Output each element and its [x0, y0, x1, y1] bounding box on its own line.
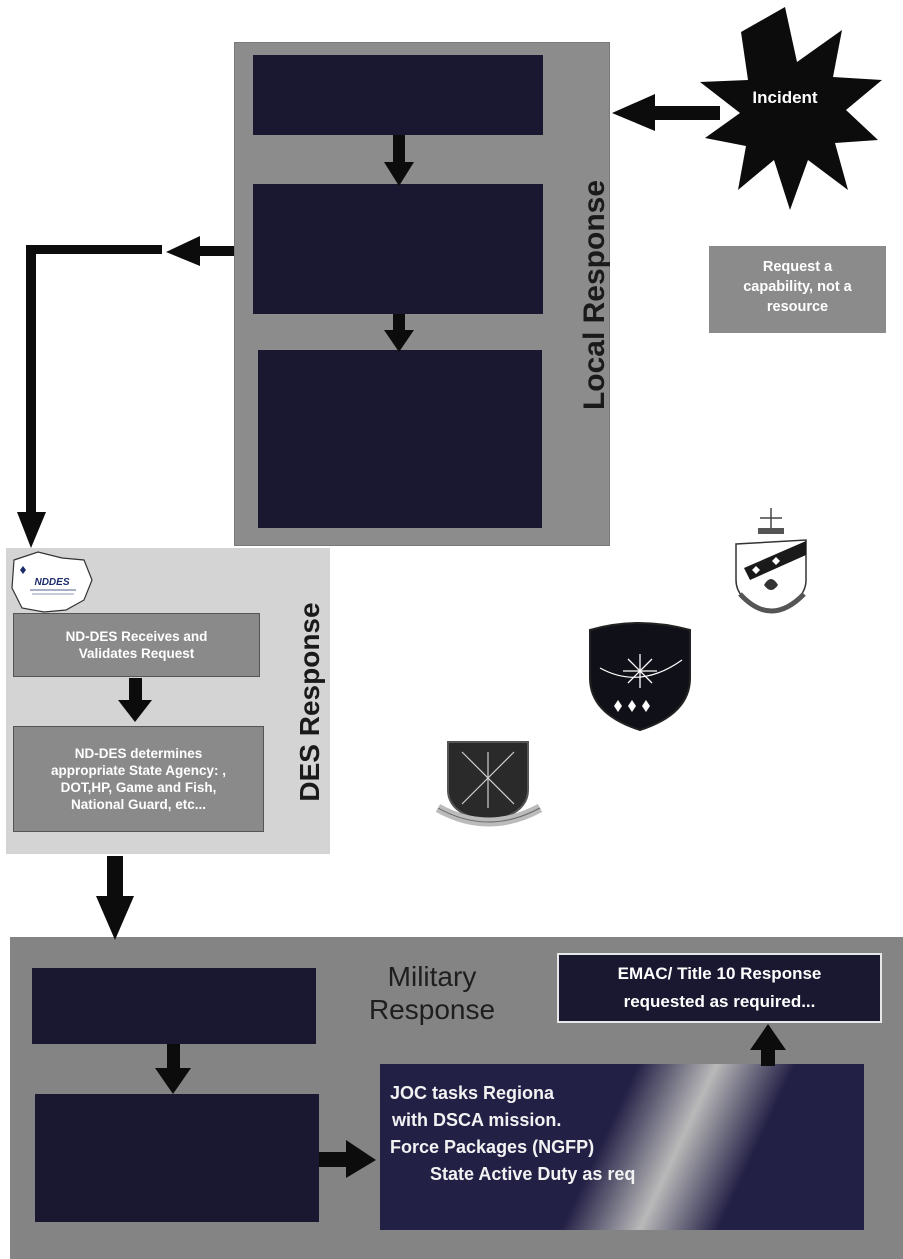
- arrow-joc-to-emac: [750, 1024, 786, 1066]
- local-step-3-box: [258, 350, 542, 528]
- des-receives-line-1: ND-DES Receives and: [65, 629, 208, 644]
- emac-title10-box: EMAC/ Title 10 Response requested as req…: [557, 953, 882, 1023]
- emac-line-1: EMAC/ Title 10 Response: [617, 964, 822, 983]
- nddes-logo-text: NDDES: [34, 577, 69, 588]
- military-title-line-2: Response: [368, 994, 496, 1025]
- des-determines-box: ND-DES determines appropriate State Agen…: [13, 726, 264, 832]
- capability-note-box: Request a capability, not a resource: [709, 246, 886, 333]
- joc-tasks-box: JOC tasks Regiona with DSCA mission. For…: [380, 1064, 864, 1230]
- arrow-local-2-3: [384, 314, 414, 352]
- joc-line-4: State Active Duty as req: [430, 1164, 636, 1184]
- des-determines-line-4: National Guard, etc...: [70, 797, 206, 812]
- arrow-incident-to-local: [612, 94, 720, 131]
- air-wing-emblem: [435, 741, 543, 827]
- arrow-local-1-2: [384, 135, 414, 186]
- shield-emblem: [589, 622, 691, 732]
- arrow-down-to-des: [17, 512, 46, 548]
- des-determines-line-2: appropriate State Agency: ,: [50, 763, 227, 778]
- arrow-local-to-left: [166, 236, 234, 266]
- connector-vertical: [26, 245, 36, 515]
- military-step-2-box: [35, 1094, 319, 1222]
- regimental-crest-emblem: [735, 508, 807, 614]
- arrow-des-1-2: [118, 678, 152, 722]
- emac-line-2: requested as required...: [623, 992, 816, 1011]
- military-title-line-1: Military: [387, 961, 477, 992]
- capability-line-3: resource: [766, 299, 829, 315]
- arrow-military-1-2: [155, 1044, 191, 1094]
- connector-horizontal: [26, 245, 162, 254]
- joc-line-1: JOC tasks Regiona: [390, 1083, 555, 1103]
- capability-line-1: Request a: [762, 259, 833, 275]
- joc-line-2: with DSCA mission.: [392, 1110, 562, 1130]
- incident-starburst-icon: [700, 7, 882, 210]
- military-response-title: Military Response: [352, 960, 512, 1026]
- des-determines-line-1: ND-DES determines: [74, 746, 203, 761]
- nddes-logo: NDDES: [11, 551, 93, 613]
- des-receives-line-2: Validates Request: [78, 646, 195, 661]
- arrow-des-to-military: [96, 856, 134, 940]
- local-step-1-box: [253, 55, 543, 135]
- local-step-2-box: [253, 184, 543, 314]
- arrow-military-to-joc: [319, 1140, 376, 1178]
- des-determines-line-3: DOT,HP, Game and Fish,: [60, 780, 217, 795]
- des-receives-box: ND-DES Receives and Validates Request: [13, 613, 260, 677]
- capability-line-2: capability, not a: [743, 279, 852, 295]
- joc-line-3: Force Packages (NGFP): [390, 1137, 595, 1157]
- incident-label: Incident: [752, 88, 818, 107]
- military-step-1-box: [32, 968, 316, 1044]
